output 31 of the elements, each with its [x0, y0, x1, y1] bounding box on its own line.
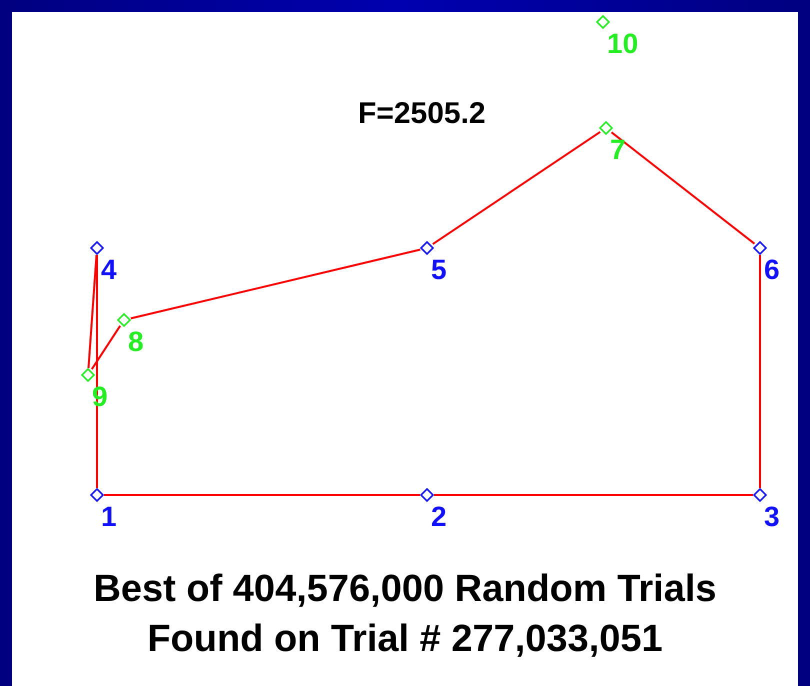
route-line [130, 248, 420, 320]
point-marker [596, 15, 610, 29]
point-number: 10 [607, 30, 638, 58]
point-marker [420, 488, 434, 502]
caption-text: Best of 404,576,000 Random Trials [92, 568, 718, 611]
point-number: 4 [101, 256, 117, 284]
fitness-value: F=2505.2 [358, 97, 486, 131]
point-number: 7 [610, 136, 626, 164]
point-marker [90, 241, 104, 255]
point-marker [753, 241, 767, 255]
point-marker [420, 241, 434, 255]
point-marker [90, 488, 104, 502]
point-number: 8 [128, 328, 144, 356]
point-number: 6 [764, 256, 780, 284]
point-number: 5 [431, 256, 447, 284]
caption-text: Found on Trial # 277,033,051 [146, 618, 664, 661]
point-marker [599, 121, 613, 135]
point-number: 1 [101, 503, 117, 531]
route-line [91, 325, 121, 370]
route-line [434, 494, 753, 496]
route-line [88, 254, 98, 368]
point-marker [753, 488, 767, 502]
route-line [104, 494, 420, 496]
route-line [759, 255, 761, 488]
route-line [432, 131, 601, 245]
route-line [96, 255, 98, 488]
point-number: 3 [764, 503, 780, 531]
route-line [610, 132, 756, 244]
point-number: 2 [431, 503, 447, 531]
point-marker [117, 313, 131, 327]
point-marker [81, 368, 95, 382]
